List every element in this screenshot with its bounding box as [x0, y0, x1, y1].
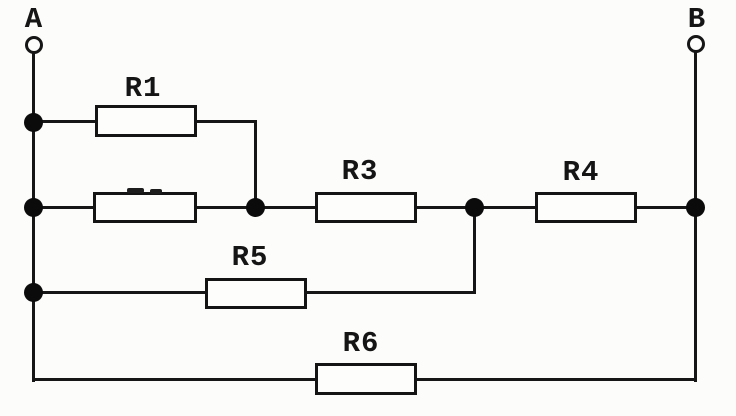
resistor-r2 [93, 192, 197, 223]
junction-node-left-3 [24, 283, 43, 302]
terminal-a-label: A [24, 3, 44, 36]
resistor-r1-label: R1 [124, 72, 162, 105]
junction-node-r3-r4 [465, 198, 484, 217]
resistor-r5 [205, 278, 307, 309]
resistor-r5-label: R5 [231, 241, 269, 274]
terminal-b-label: B [687, 3, 707, 36]
resistor-r1 [95, 105, 197, 137]
resistor-r6-label: R6 [342, 327, 380, 360]
wire-r5-riser [473, 207, 476, 294]
wire-left-bus [32, 52, 35, 382]
junction-node-r1r2-r3 [246, 198, 265, 217]
resistor-r3 [315, 192, 417, 223]
junction-node-b [686, 198, 705, 217]
terminal-a-circle [25, 36, 43, 54]
resistor-r4-label: R4 [562, 156, 600, 189]
resistor-r2-label-remnant [127, 188, 144, 193]
wire-right-bus [694, 52, 697, 382]
resistor-r6 [315, 363, 417, 395]
junction-node-left-2 [24, 198, 43, 217]
terminal-b-circle [687, 35, 705, 53]
resistor-r4 [535, 192, 637, 223]
resistor-r3-label: R3 [341, 155, 379, 188]
resistor-r2-label-remnant [150, 189, 162, 194]
wire-r1-drop [254, 120, 257, 210]
junction-node-left-1 [24, 113, 43, 132]
